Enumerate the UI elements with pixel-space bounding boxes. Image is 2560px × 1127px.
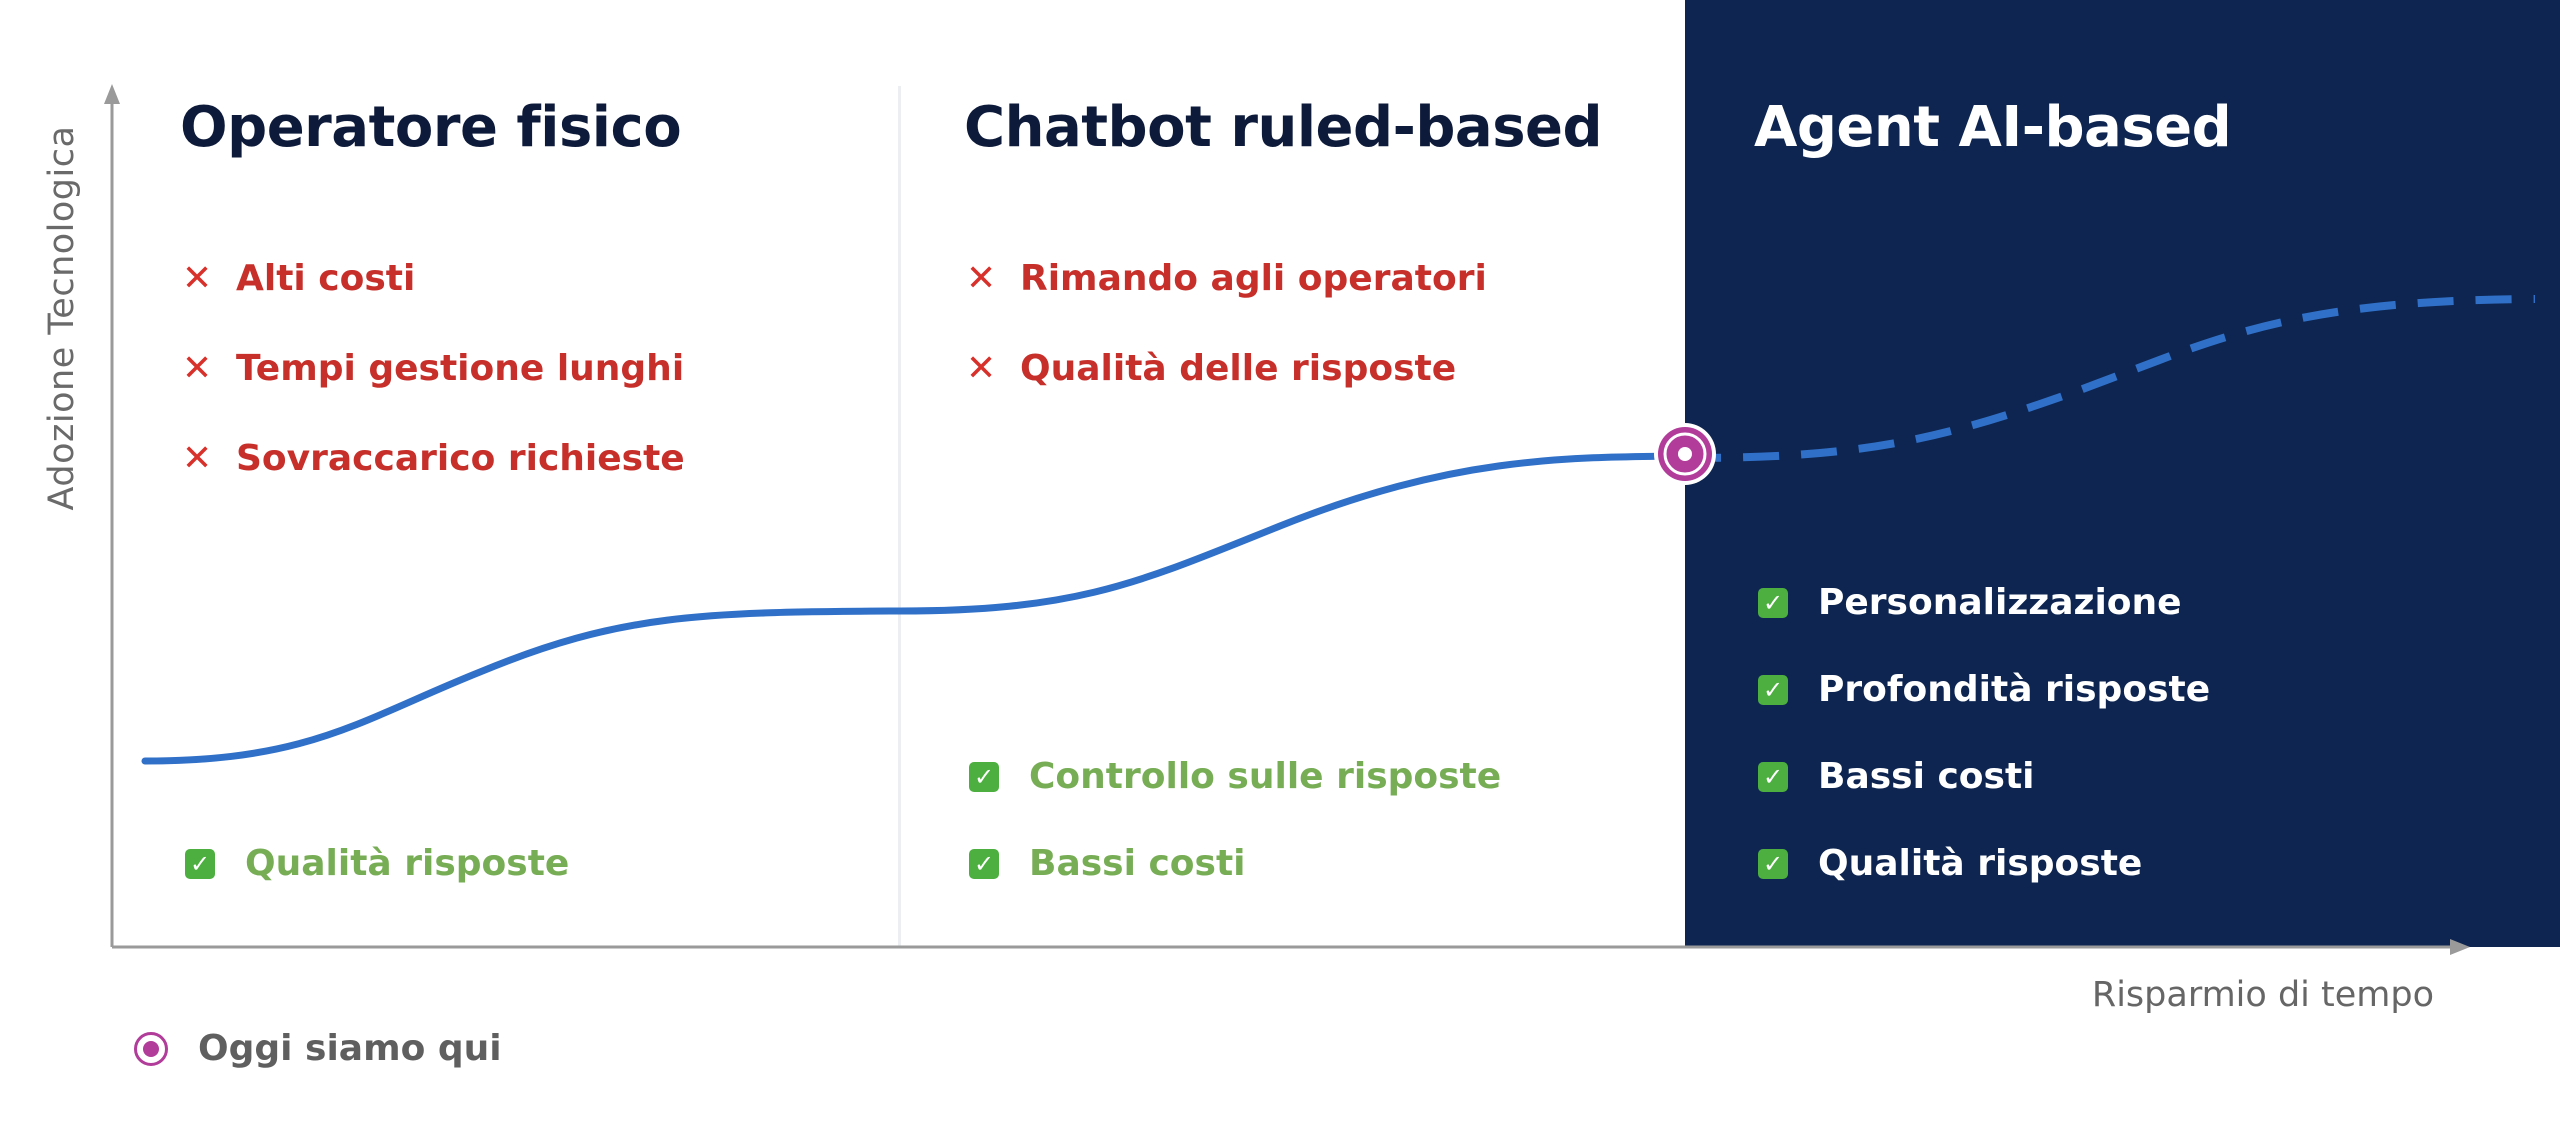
stage-agent-ai-based: Agent AI-based [1754,95,2232,160]
con-item: ✕ Rimando agli operatori [966,258,1487,299]
pro-label: Qualità risposte [1818,843,2143,884]
adoption-curve-dashed [1685,295,2536,462]
stage-title: Operatore fisico [180,95,682,160]
y-axis-arrow [104,84,120,104]
pro-item: ✓ Qualità risposte [185,843,569,884]
y-axis-label-text: Adozione Tecnologica [42,125,82,511]
con-item: ✕ Alti costi [182,258,415,299]
x-mark-icon: ✕ [966,257,997,299]
stage-divider [898,86,901,947]
stage-title: Agent AI-based [1754,95,2232,160]
pro-label: Bassi costi [1029,843,1246,884]
x-mark-icon: ✕ [182,257,213,299]
highlight-panel [1685,0,2560,947]
con-item: ✕ Qualità delle risposte [966,348,1456,389]
check-box-icon: ✓ [969,761,999,792]
pro-item: ✓ Personalizzazione [1758,582,2182,623]
pro-item: ✓ Qualità risposte [1758,843,2142,884]
today-marker [1654,423,1716,485]
check-box-icon: ✓ [1758,848,1788,879]
con-item: ✕ Sovraccarico richieste [182,438,685,479]
adoption-curve-solid [141,452,1689,765]
x-axis-label: Risparmio di tempo [2091,975,2434,1015]
legend: Oggi siamo qui [134,1028,502,1069]
pro-label: Qualità risposte [245,843,570,884]
pro-item: ✓ Controllo sulle risposte [969,756,1501,797]
x-mark-icon: ✕ [182,437,213,479]
pro-label: Bassi costi [1818,756,2035,797]
stage-operatore-fisico: Operatore fisico [180,95,682,160]
check-box-icon: ✓ [969,848,999,879]
con-label: Qualità delle risposte [1020,348,1457,389]
x-axis-arrow [2450,939,2470,955]
x-mark-icon: ✕ [966,347,997,389]
x-mark-icon: ✕ [182,347,213,389]
pro-label: Profondità risposte [1818,669,2211,710]
con-label: Sovraccarico richieste [236,438,685,479]
con-label: Alti costi [236,258,416,299]
con-item: ✕ Tempi gestione lunghi [182,348,684,389]
con-label: Rimando agli operatori [1020,258,1487,299]
check-box-icon: ✓ [1758,587,1788,618]
pro-label: Personalizzazione [1818,582,2182,623]
pro-label: Controllo sulle risposte [1029,756,1502,797]
pro-item: ✓ Profondità risposte [1758,669,2210,710]
check-box-icon: ✓ [1758,674,1788,705]
con-label: Tempi gestione lunghi [236,348,685,389]
legend-label: Oggi siamo qui [198,1028,502,1069]
stage-title: Chatbot ruled-based [964,95,1603,160]
check-box-icon: ✓ [1758,761,1788,792]
check-box-icon: ✓ [185,848,215,879]
stage-chatbot-ruled-based: Chatbot ruled-based [964,95,1603,160]
pro-item: ✓ Bassi costi [969,843,1246,884]
target-dot-icon [134,1031,168,1066]
pro-item: ✓ Bassi costi [1758,756,2035,797]
